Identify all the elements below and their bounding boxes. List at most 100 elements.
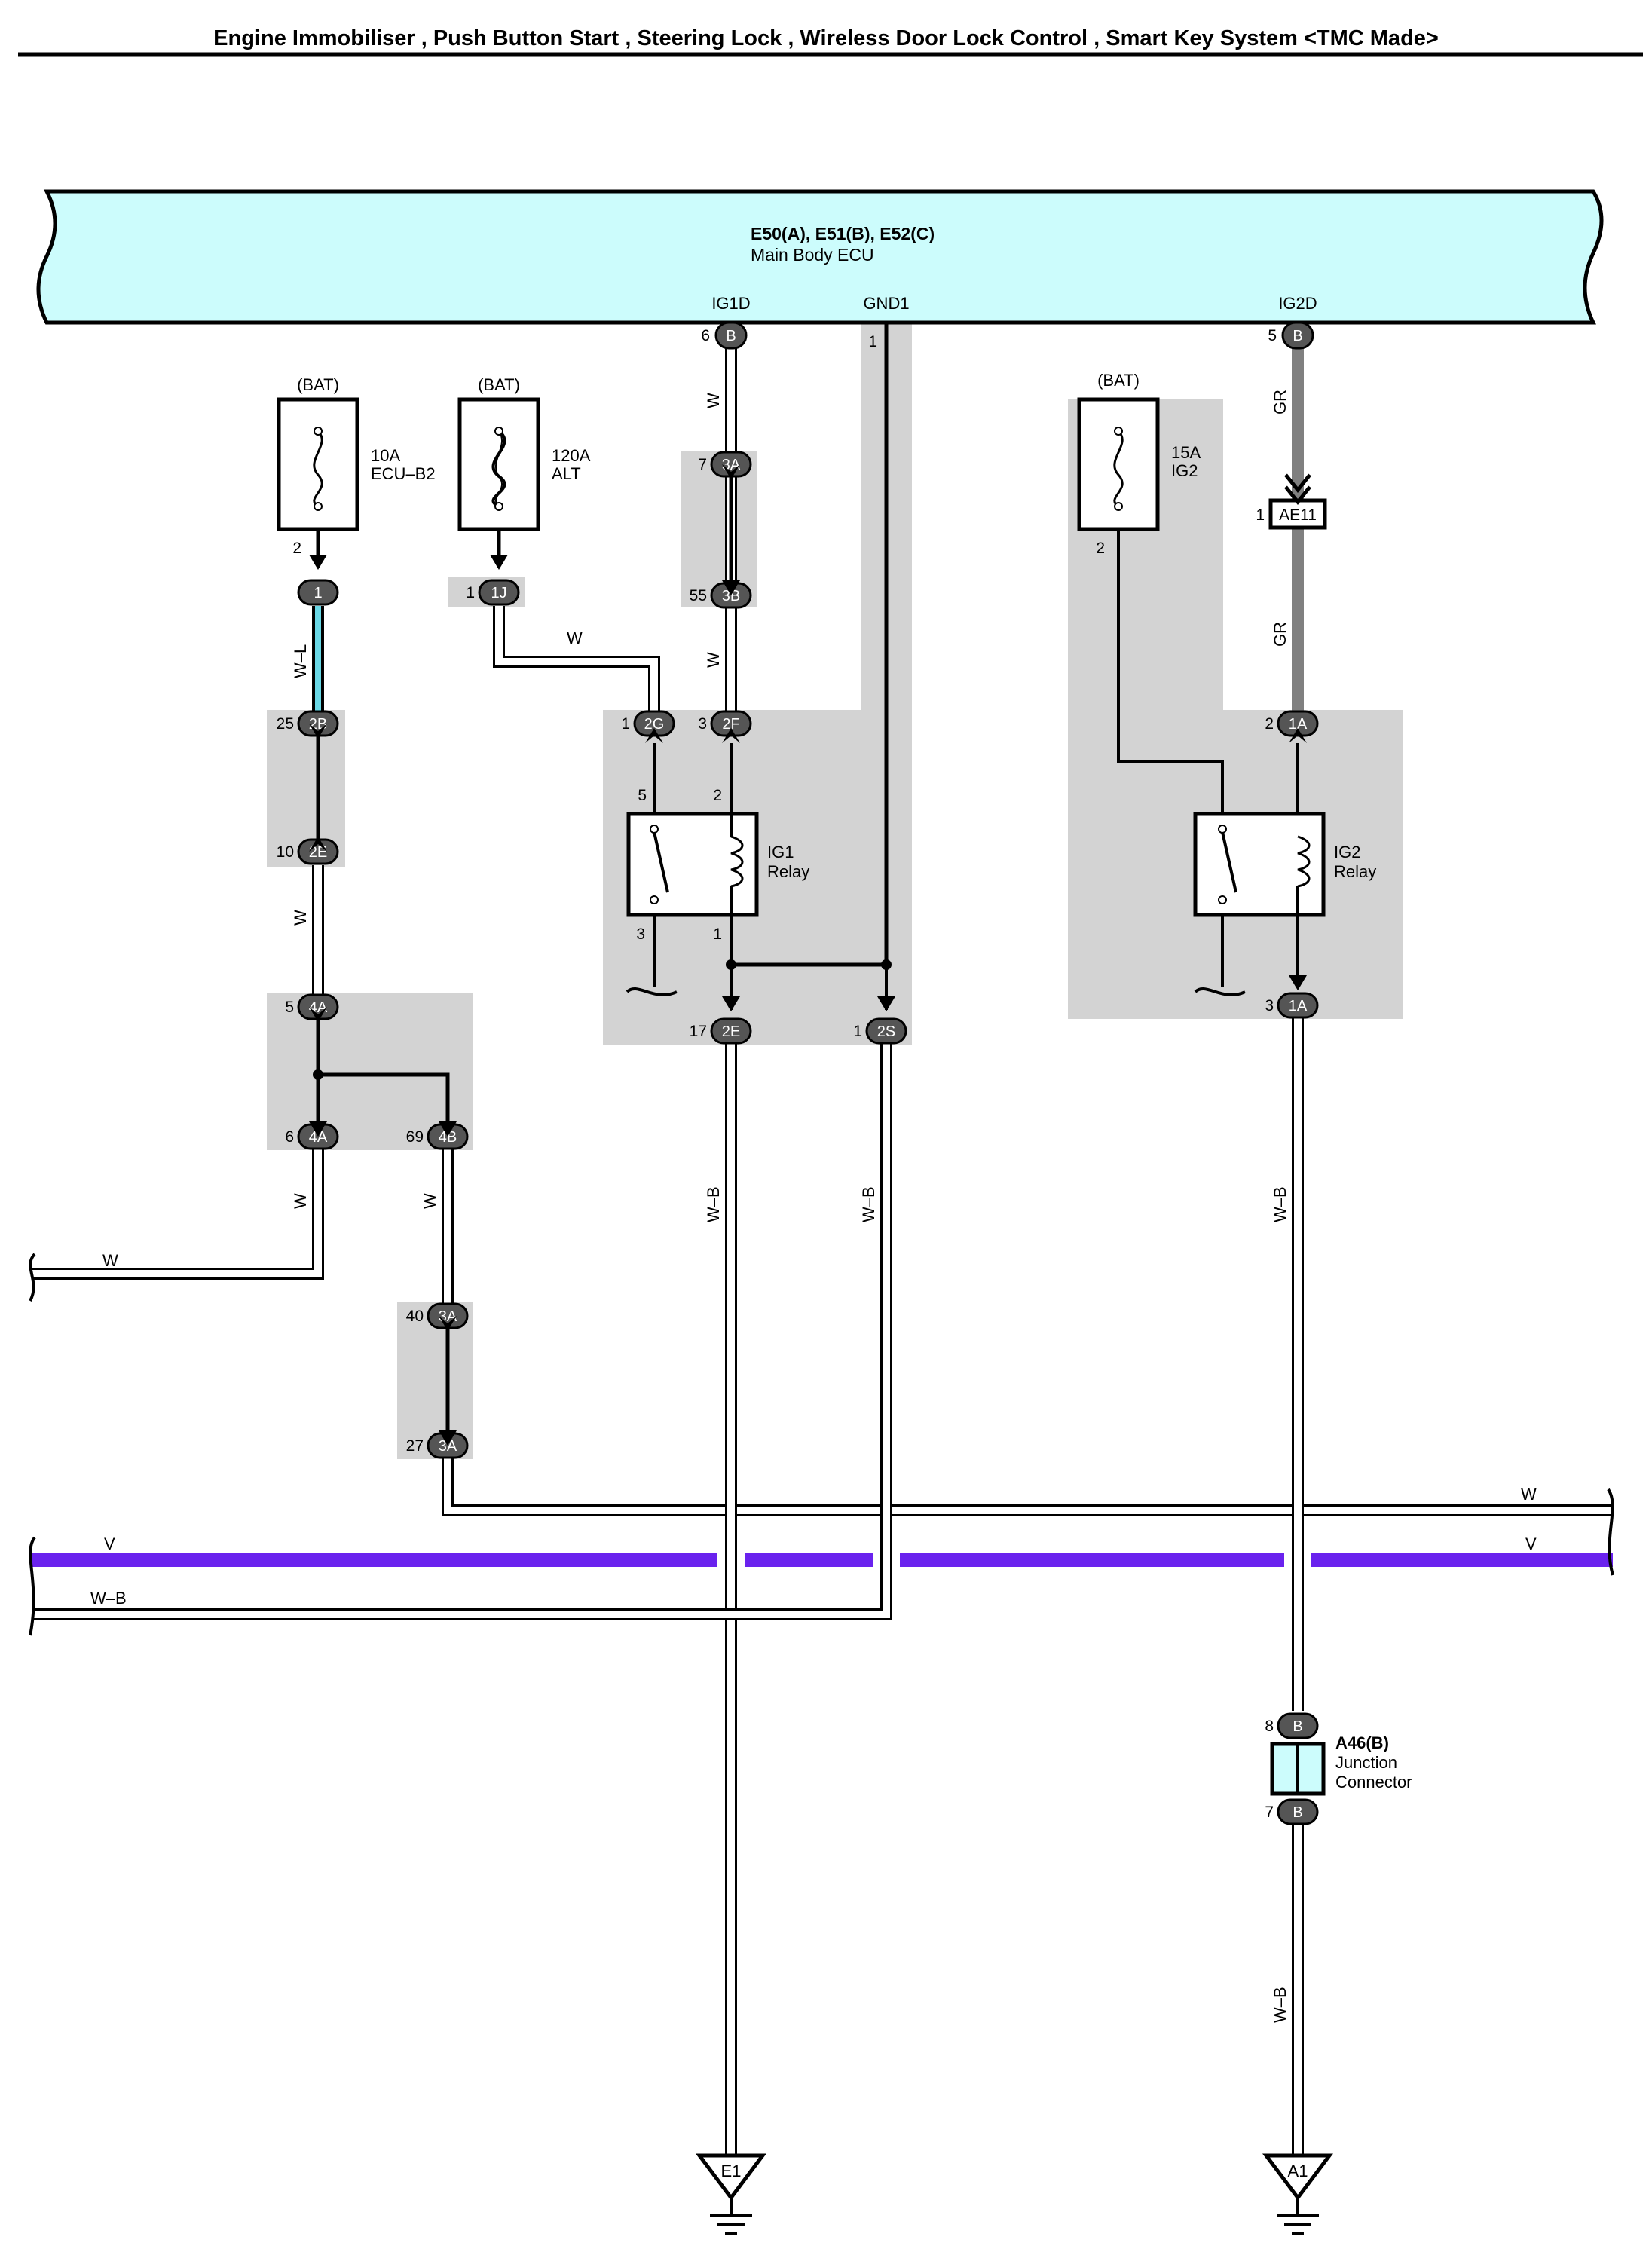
relay-ig2: IG2 Relay: [1193, 743, 1376, 997]
svg-text:17: 17: [690, 1023, 707, 1040]
connector-c2s: 2S 1: [853, 1017, 907, 1045]
svg-text:V: V: [1525, 1534, 1537, 1553]
svg-text:ALT: ALT: [552, 464, 581, 483]
connector-c1a_2: 1A 2: [1265, 710, 1319, 737]
ecu-connector-ig2d: B 5: [1268, 321, 1314, 350]
svg-text:W–L: W–L: [291, 644, 310, 678]
svg-text:3A: 3A: [722, 457, 741, 473]
svg-text:(BAT): (BAT): [1097, 371, 1140, 390]
svg-text:69: 69: [406, 1128, 424, 1146]
svg-text:W: W: [704, 393, 723, 408]
svg-text:27: 27: [406, 1437, 424, 1455]
svg-text:5: 5: [638, 787, 647, 804]
connector-c2b: 2B 25: [277, 710, 339, 737]
svg-text:W: W: [567, 629, 583, 647]
svg-text:3: 3: [636, 926, 645, 943]
svg-text:W–B: W–B: [859, 1186, 878, 1222]
svg-text:W: W: [1521, 1485, 1537, 1504]
wire-breaks: [29, 1253, 1614, 1636]
ecu-body: [36, 189, 1604, 325]
svg-text:1A: 1A: [1289, 716, 1308, 733]
wire-w-3a-right: [442, 1458, 1613, 1516]
svg-text:10: 10: [277, 843, 294, 861]
svg-text:5: 5: [285, 999, 294, 1016]
svg-text:7: 7: [1265, 1804, 1274, 1821]
svg-text:4B: 4B: [439, 1129, 457, 1146]
wire-labels: W–L W W W W W W W W–B W–B W–B W V V GR G…: [90, 390, 1537, 2023]
connector-c4b: 4B 69: [406, 1123, 469, 1150]
svg-text:W–B: W–B: [90, 1589, 127, 1608]
svg-text:1: 1: [713, 926, 722, 943]
svg-text:4A: 4A: [309, 1129, 328, 1146]
svg-text:2G: 2G: [644, 716, 665, 733]
svg-text:3: 3: [1265, 997, 1274, 1014]
svg-text:W–B: W–B: [704, 1186, 723, 1222]
svg-text:1: 1: [621, 715, 630, 733]
svg-text:3B: 3B: [722, 588, 740, 604]
svg-text:6: 6: [285, 1128, 294, 1146]
svg-text:E1: E1: [721, 2162, 742, 2180]
svg-text:ECU–B2: ECU–B2: [371, 464, 436, 483]
fuse-ecu-b2: (BAT) 10A ECU–B2 2: [277, 375, 436, 570]
svg-text:W–B: W–B: [1271, 1987, 1289, 2023]
svg-text:W: W: [421, 1193, 439, 1209]
svg-text:40: 40: [406, 1308, 424, 1325]
svg-text:W: W: [704, 652, 723, 668]
svg-text:10A: 10A: [371, 446, 400, 465]
svg-text:2: 2: [292, 540, 301, 557]
ecu-id: E50(A), E51(B), E52(C): [751, 224, 935, 243]
svg-text:GR: GR: [1271, 622, 1289, 647]
svg-text:B: B: [1293, 328, 1302, 344]
inline-arrows: [309, 464, 1311, 1446]
svg-text:GR: GR: [1271, 390, 1289, 415]
svg-text:B: B: [726, 328, 736, 344]
ground-e1: E1: [696, 2153, 766, 2235]
connector-c4a_top: 4A5: [285, 993, 339, 1020]
junction-connector-a46: A46(B) Junction Connector: [1270, 1733, 1412, 1796]
svg-text:W: W: [291, 1193, 310, 1209]
svg-text:W: W: [291, 910, 310, 926]
svg-text:V: V: [104, 1534, 115, 1553]
svg-text:A1: A1: [1288, 2162, 1308, 2180]
connector-c1a_3: 1A3: [1265, 992, 1319, 1019]
connector-c2f: 2F3: [698, 710, 752, 737]
svg-text:8: 8: [1265, 1718, 1274, 1735]
svg-text:2E: 2E: [722, 1023, 740, 1040]
svg-text:W–B: W–B: [1271, 1186, 1289, 1222]
shade-3a-3b: [681, 451, 757, 607]
svg-text:7: 7: [698, 456, 707, 473]
svg-text:B: B: [1293, 1804, 1302, 1821]
relay-ig1: 5 2 IG1 Relay 3 1: [626, 743, 895, 1011]
connector-c2e_17: 2E 17: [690, 1017, 752, 1045]
svg-text:120A: 120A: [552, 446, 591, 465]
ground-a1: A1: [1262, 2153, 1333, 2235]
svg-text:2S: 2S: [877, 1023, 895, 1040]
svg-text:1: 1: [1256, 506, 1265, 524]
svg-text:15A: 15A: [1171, 443, 1201, 462]
svg-text:1: 1: [853, 1023, 862, 1040]
svg-text:Relay: Relay: [767, 862, 809, 881]
svg-text:Junction: Junction: [1335, 1753, 1397, 1772]
svg-text:6: 6: [701, 327, 710, 344]
ecu-name: Main Body ECU: [751, 245, 874, 265]
svg-text:2: 2: [1265, 715, 1274, 733]
svg-text:1: 1: [466, 584, 475, 601]
svg-text:Relay: Relay: [1334, 862, 1376, 881]
svg-text:A46(B): A46(B): [1335, 1733, 1389, 1752]
svg-text:2B: 2B: [309, 716, 327, 733]
connector-c1j: 1J 1: [466, 579, 520, 606]
svg-text:IG2: IG2: [1334, 843, 1360, 861]
svg-text:Connector: Connector: [1335, 1773, 1412, 1791]
svg-text:25: 25: [277, 715, 294, 733]
svg-text:AE11: AE11: [1279, 506, 1317, 524]
svg-text:1J: 1J: [491, 585, 506, 601]
ecu-connector-ig1d: B 6: [701, 321, 748, 350]
fuse-alt: (BAT) 120A ALT: [457, 375, 591, 570]
connector-ca46_7: B7: [1265, 1798, 1319, 1825]
connector-c4a_bot: 4A 6: [285, 1123, 339, 1150]
